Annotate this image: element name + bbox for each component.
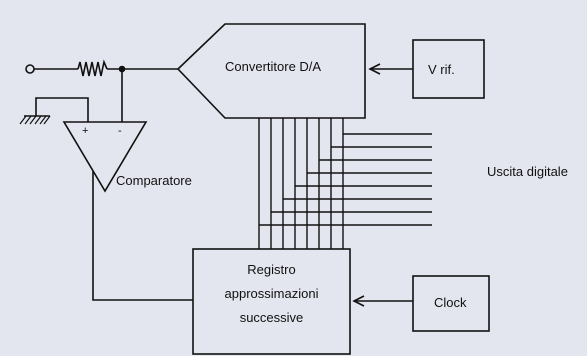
dac-block [176, 23, 366, 119]
vref-label: V rif. [428, 62, 455, 77]
comparator-plus-label: + [82, 125, 89, 137]
vref-arrow-icon [368, 63, 381, 75]
dac-label: Convertitore D/A [225, 59, 322, 74]
clock-label: Clock [434, 295, 467, 310]
output-label: Uscita digitale [487, 164, 568, 179]
data-bus-vertical [258, 118, 344, 249]
comparator-minus-label: - [118, 125, 122, 137]
ground-hatch [19, 115, 51, 125]
clock-box [412, 275, 490, 332]
register-label-line3: successive [239, 310, 304, 325]
register-label-line1: Registro [247, 262, 296, 277]
plus-input-wire [35, 97, 89, 122]
clock-arrow-icon [352, 295, 365, 307]
comparator-label: Comparatore [116, 173, 192, 188]
register-label-line2: approssimazioni [224, 286, 319, 301]
comparator-symbol [62, 121, 148, 193]
digital-output-lines [259, 133, 432, 226]
input-terminal [25, 64, 35, 74]
comparator-output-wire [92, 171, 193, 301]
register-label: Registro approssimazioni successive [193, 258, 350, 330]
resistor-symbol [77, 59, 108, 77]
